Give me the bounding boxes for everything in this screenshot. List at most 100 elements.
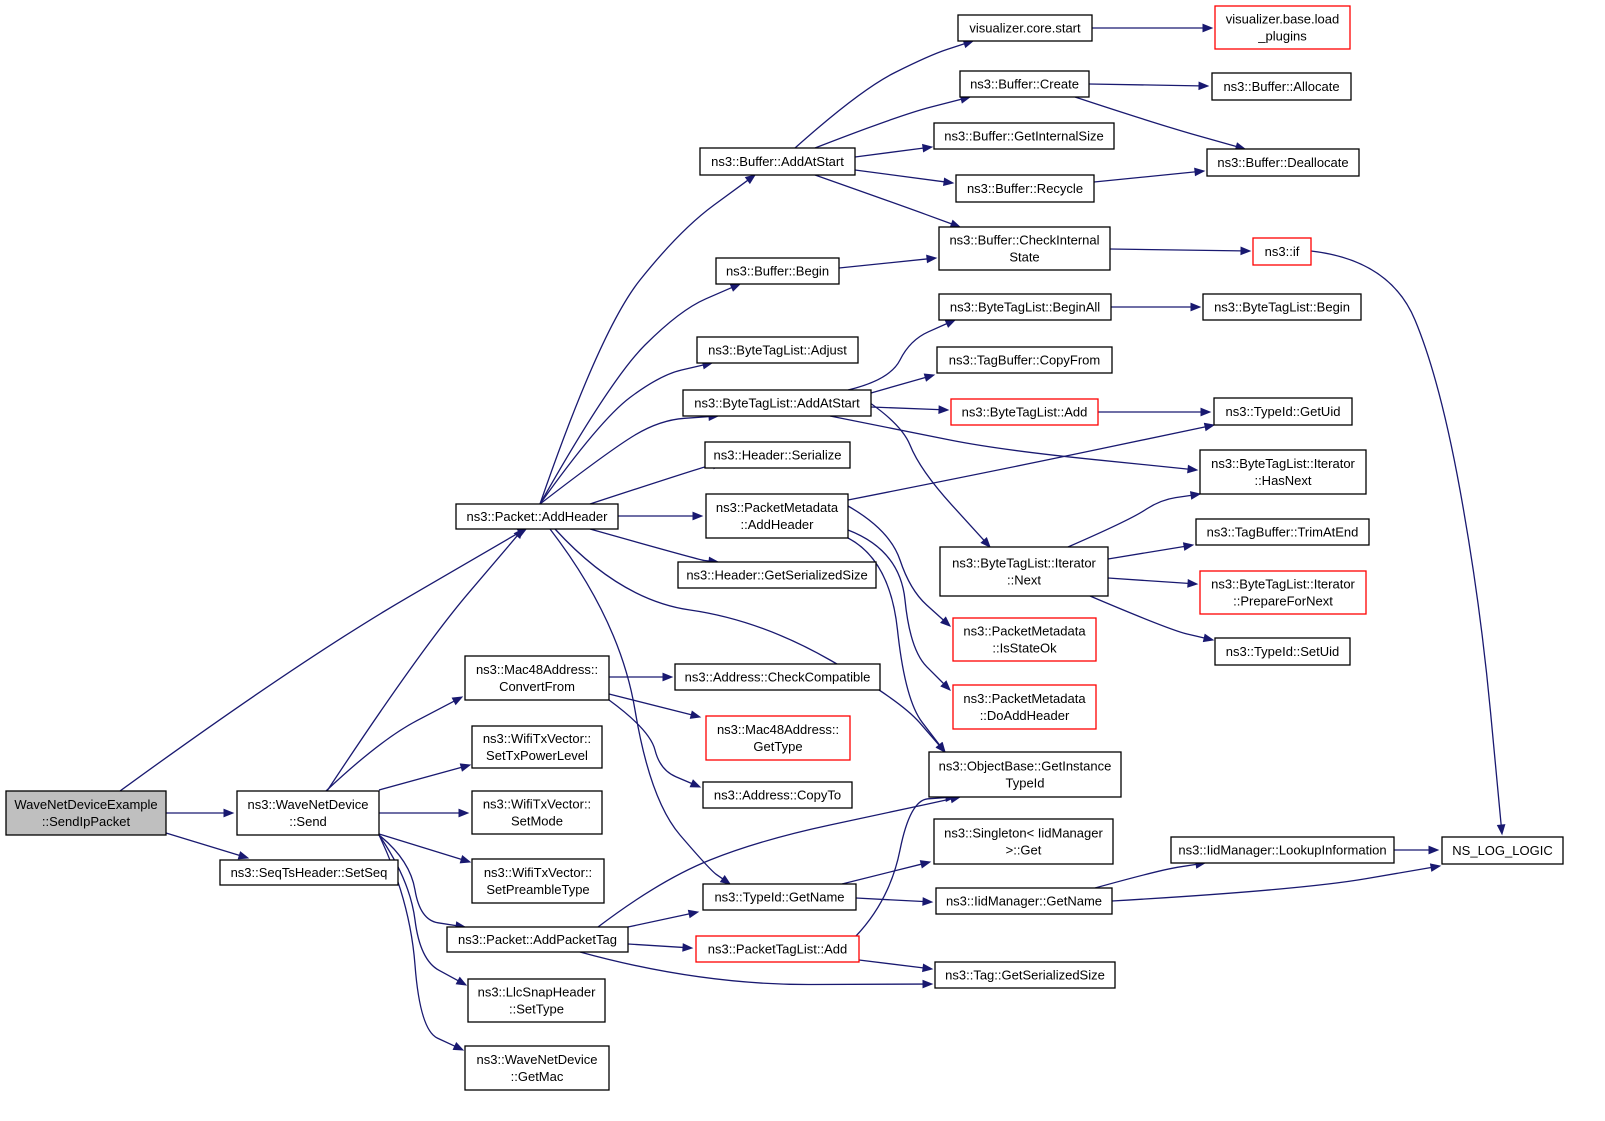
- node-vis-start[interactable]: visualizer.core.start: [957, 14, 1093, 42]
- node-tb-trimatend[interactable]: ns3::TagBuffer::TrimAtEnd: [1195, 518, 1370, 546]
- edge-line: [841, 863, 922, 885]
- node-label: SetTxPowerLevel: [486, 748, 588, 763]
- edge-line: [325, 700, 455, 792]
- node-buf-addatstart[interactable]: ns3::Buffer::AddAtStart: [699, 147, 856, 176]
- node-hdr-serialize[interactable]: ns3::Header::Serialize: [704, 441, 851, 469]
- node-ptl-add[interactable]: ns3::PacketTagList::Add: [695, 935, 860, 963]
- node-addr-checkcompat[interactable]: ns3::Address::CheckCompatible: [674, 663, 881, 691]
- node-addheader[interactable]: ns3::Packet::AddHeader: [455, 503, 619, 530]
- node-pm-addheader[interactable]: ns3::PacketMetadata::AddHeader: [705, 493, 849, 539]
- node-setmode[interactable]: ns3::WifiTxVector::SetMode: [471, 790, 603, 835]
- node-label: ns3::Buffer::Deallocate: [1217, 155, 1348, 170]
- node-hdr-getsersize[interactable]: ns3::Header::GetSerializedSize: [677, 561, 877, 589]
- node-root[interactable]: WaveNetDeviceExample::SendIpPacket: [5, 790, 167, 836]
- node-mac48conv[interactable]: ns3::Mac48Address::ConvertFrom: [464, 655, 610, 701]
- node-pm-doaddheader[interactable]: ns3::PacketMetadata::DoAddHeader: [952, 684, 1097, 730]
- node-addr-copyto[interactable]: ns3::Address::CopyTo: [702, 781, 853, 809]
- node-ns3-if[interactable]: ns3::if: [1252, 237, 1312, 266]
- edge-btli_next-to-tb_trimatend: [1107, 542, 1195, 560]
- node-label: ConvertFrom: [499, 679, 575, 694]
- edge-line: [378, 834, 459, 982]
- edge-ptl_add-to-tag_getsersize: [858, 959, 934, 973]
- node-box: [933, 818, 1114, 865]
- arrowhead: [1240, 246, 1252, 256]
- node-ns-log-logic[interactable]: NS_LOG_LOGIC: [1441, 836, 1564, 865]
- node-btl-add[interactable]: ns3::ByteTagList::Add: [950, 398, 1099, 426]
- node-btli-hasnext[interactable]: ns3::ByteTagList::Iterator::HasNext: [1199, 449, 1367, 495]
- arrowhead: [458, 808, 470, 818]
- node-wnd-send[interactable]: ns3::WaveNetDevice::Send: [236, 790, 380, 836]
- node-label: ns3::Buffer::Create: [970, 77, 1079, 92]
- node-tag-getsersize[interactable]: ns3::Tag::GetSerializedSize: [934, 961, 1116, 989]
- node-label: ::IsStateOk: [992, 641, 1057, 656]
- node-mac48-gettype[interactable]: ns3::Mac48Address::GetType: [705, 715, 851, 761]
- edge-line: [1093, 171, 1196, 183]
- edge-buf_addatstart-to-vis_start: [794, 39, 975, 149]
- node-box: [682, 389, 872, 417]
- edge-line: [854, 147, 924, 158]
- edge-wnd_send-to-llcsettype: [378, 834, 468, 986]
- arrowhead: [922, 143, 934, 153]
- arrowhead: [689, 779, 702, 788]
- node-typeid-getname[interactable]: ns3::TypeId::GetName: [702, 883, 857, 911]
- node-label: ns3::Mac48Address::: [476, 662, 598, 677]
- edge-line: [378, 834, 457, 927]
- node-typeid-setuid[interactable]: ns3::TypeId::SetUid: [1214, 637, 1351, 666]
- edge-root-to-seqts: [165, 832, 250, 860]
- edge-line: [838, 258, 928, 269]
- node-pm-isstateok[interactable]: ns3::PacketMetadata::IsStateOk: [952, 617, 1097, 662]
- node-label: ns3::TypeId::GetName: [714, 890, 844, 905]
- arrowhead: [980, 537, 991, 548]
- arrowhead: [1187, 579, 1199, 588]
- node-btl-addatstart[interactable]: ns3::ByteTagList::AddAtStart: [682, 389, 872, 417]
- node-tb-copyfrom[interactable]: ns3::TagBuffer::CopyFrom: [936, 346, 1113, 374]
- edge-buf_create-to-buf_allocate: [1088, 81, 1210, 91]
- node-buf-recycle[interactable]: ns3::Buffer::Recycle: [955, 174, 1095, 203]
- arrowhead: [687, 909, 700, 919]
- edge-wnd_send-to-txpower: [378, 763, 472, 791]
- arrowhead: [938, 405, 950, 414]
- node-buf-begin[interactable]: ns3::Buffer::Begin: [715, 257, 840, 285]
- node-label: ns3::Buffer::Begin: [726, 264, 829, 279]
- node-preamble[interactable]: ns3::WifiTxVector::SetPreambleType: [471, 858, 605, 904]
- node-getmac[interactable]: ns3::WaveNetDevice::GetMac: [464, 1045, 610, 1091]
- node-iid-getname[interactable]: ns3::IidManager::GetName: [935, 887, 1113, 915]
- node-btli-prepare[interactable]: ns3::ByteTagList::Iterator::PrepareForNe…: [1199, 570, 1367, 615]
- node-label: ns3::ByteTagList::Adjust: [708, 343, 847, 358]
- arrowhead: [944, 319, 957, 328]
- node-btl-beginall[interactable]: ns3::ByteTagList::BeginAll: [938, 293, 1112, 321]
- node-typeid-getuid[interactable]: ns3::TypeId::GetUid: [1213, 397, 1353, 426]
- node-btl-begin[interactable]: ns3::ByteTagList::Begin: [1202, 293, 1362, 321]
- node-buf-getintsize[interactable]: ns3::Buffer::GetInternalSize: [933, 122, 1115, 150]
- arrowhead: [689, 710, 702, 719]
- node-vis-loadplugins[interactable]: visualizer.base.load_plugins: [1214, 5, 1351, 50]
- edge-line: [1067, 494, 1192, 548]
- node-label: >::Get: [1006, 843, 1042, 858]
- arrowhead: [922, 963, 934, 973]
- edge-line: [539, 286, 733, 505]
- node-buf-deallocate[interactable]: ns3::Buffer::Deallocate: [1206, 148, 1360, 177]
- edge-line: [847, 505, 944, 621]
- node-singleton-get[interactable]: ns3::Singleton< IidManager>::Get: [933, 818, 1114, 865]
- node-buf-allocate[interactable]: ns3::Buffer::Allocate: [1211, 72, 1352, 101]
- node-btli-next[interactable]: ns3::ByteTagList::Iterator::Next: [939, 546, 1109, 597]
- node-llcsettype[interactable]: ns3::LlcSnapHeader::SetType: [467, 978, 606, 1023]
- node-buf-create[interactable]: ns3::Buffer::Create: [959, 70, 1090, 98]
- arrowhead: [923, 373, 936, 382]
- edge-mac48conv-to-addr_copyto: [608, 699, 702, 788]
- node-label: ns3::SeqTsHeader::SetSeq: [231, 865, 388, 880]
- arrowhead: [949, 219, 962, 228]
- arrowhead: [662, 672, 674, 682]
- node-btl-adjust[interactable]: ns3::ByteTagList::Adjust: [696, 336, 859, 364]
- node-seqts[interactable]: ns3::SeqTsHeader::SetSeq: [219, 859, 399, 886]
- node-box: [933, 122, 1115, 150]
- node-addpackettag[interactable]: ns3::Packet::AddPacketTag: [446, 926, 629, 953]
- edge-line: [608, 699, 692, 785]
- node-iid-lookup[interactable]: ns3::IidManager::LookupInformation: [1170, 836, 1395, 864]
- edge-wnd_send-to-addheader: [326, 527, 524, 792]
- arrowhead: [919, 860, 932, 869]
- node-txpower[interactable]: ns3::WifiTxVector::SetTxPowerLevel: [471, 725, 603, 769]
